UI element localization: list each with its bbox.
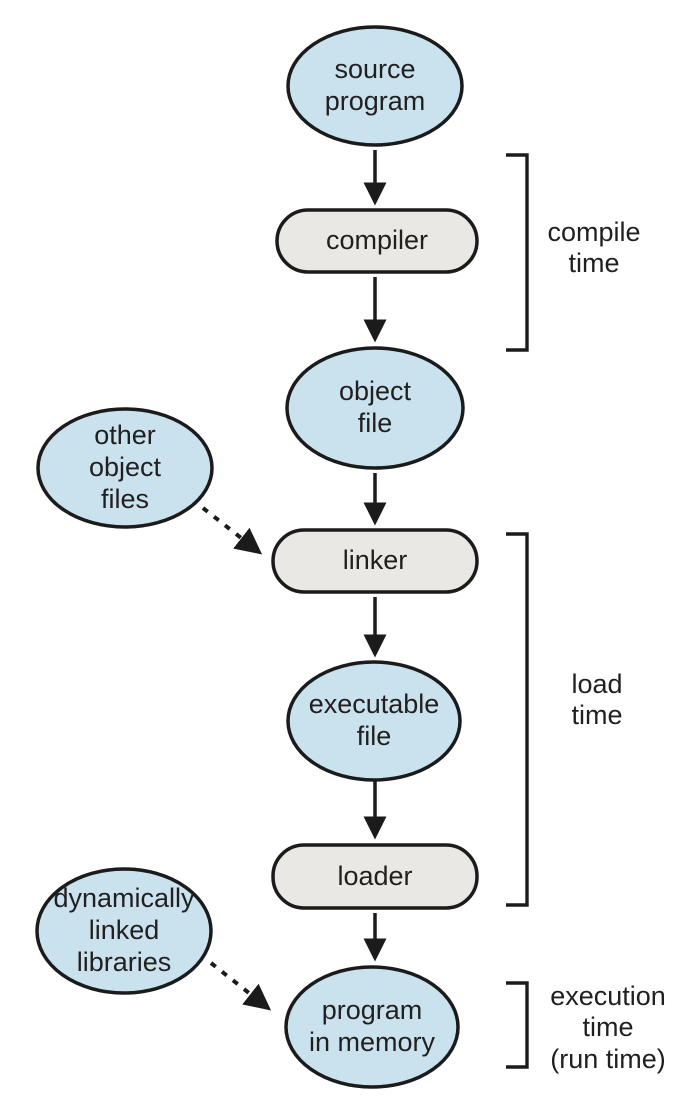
program-in-memory-ellipse [284,965,460,1089]
compile-time-bracket [506,153,529,352]
loader-box [271,843,479,910]
dynamically-linked-libraries-ellipse [35,867,213,995]
executable-file-ellipse [286,660,462,782]
execution-time-bracket [506,981,529,1069]
source-program-ellipse [286,25,464,147]
dashed-arrow-other-objects-to-linker [201,506,263,555]
load-time-bracket [506,532,529,907]
dashed-arrow-libraries-to-memory [209,961,272,1011]
object-file-ellipse [285,346,465,470]
other-object-files-ellipse [36,407,214,529]
compiler-box [275,208,479,274]
linker-box [271,528,479,594]
